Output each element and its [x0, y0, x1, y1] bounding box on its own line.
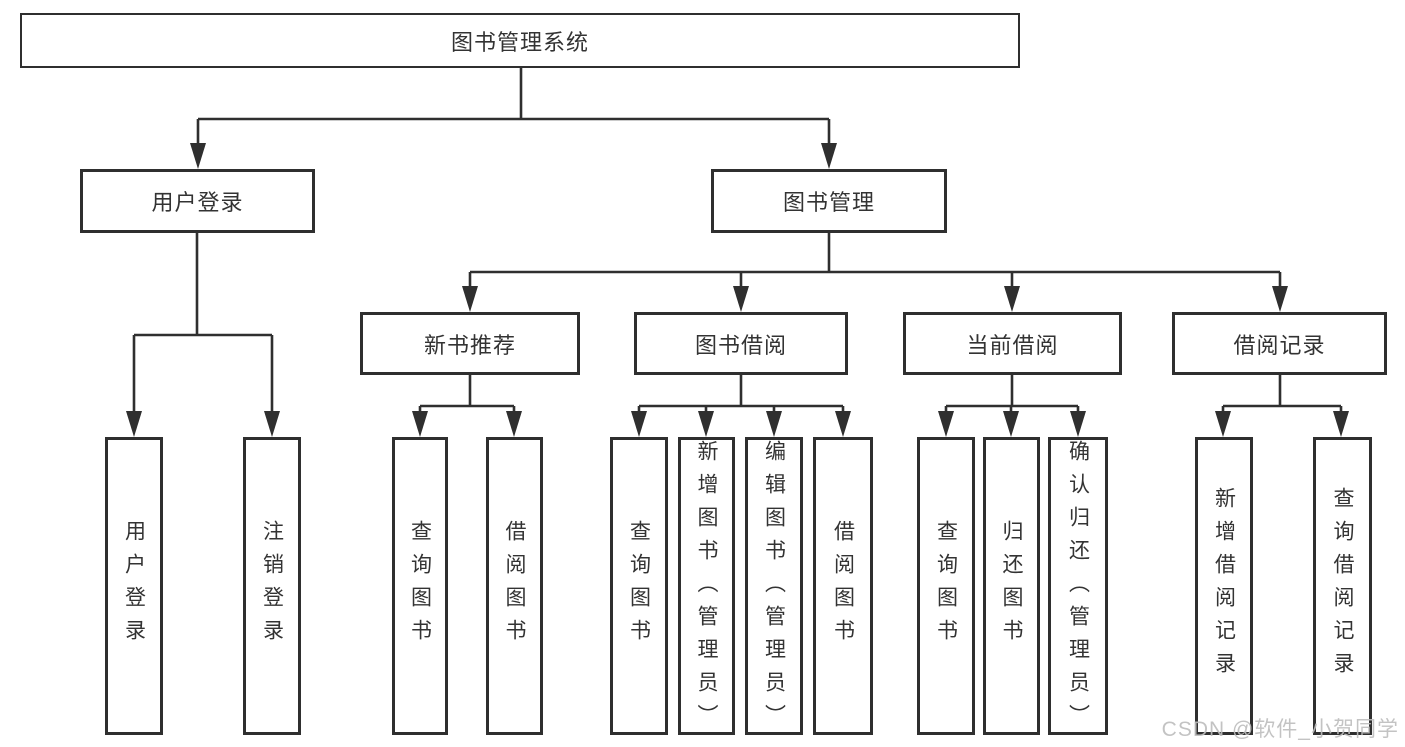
node-label: 确认归还（管理员）: [1066, 440, 1090, 737]
node-label: 借阅图书: [831, 520, 855, 652]
leaf-return-books: 归还图书: [983, 437, 1040, 735]
leaf-confirm-return-admin: 确认归还（管理员）: [1048, 437, 1108, 737]
node-label: 新增图书（管理员）: [695, 440, 718, 737]
node-label: 图书管理系统: [450, 29, 589, 55]
leaf-query-borrow-record: 查询借阅记录: [1313, 437, 1372, 735]
node-label: 新增借阅记录: [1212, 487, 1236, 685]
leaf-user-login: 用户登录: [105, 437, 163, 735]
node-current-borrowing: 当前借阅: [903, 312, 1122, 375]
node-label: 注销登录: [260, 520, 284, 652]
node-label: 归还图书: [1000, 520, 1023, 652]
leaf-query-books-current: 查询图书: [917, 437, 975, 735]
node-label: 编辑图书（管理员）: [762, 440, 786, 737]
node-label: 查询借阅记录: [1331, 487, 1354, 685]
leaf-logout: 注销登录: [243, 437, 301, 735]
node-label: 查询图书: [627, 520, 651, 652]
node-label: 借阅记录: [1233, 332, 1326, 358]
leaf-query-books-borrowing: 查询图书: [610, 437, 668, 735]
node-label: 图书借阅: [694, 332, 787, 358]
node-label: 当前借阅: [966, 332, 1059, 358]
node-label: 图书管理: [782, 190, 875, 215]
node-label: 查询图书: [408, 520, 432, 652]
node-library-management-system: 图书管理系统: [20, 13, 1020, 68]
node-user-login-branch: 用户登录: [80, 169, 315, 233]
node-book-management-branch: 图书管理: [711, 169, 947, 233]
node-label: 新书推荐: [423, 332, 516, 358]
leaf-add-borrow-record: 新增借阅记录: [1195, 437, 1253, 735]
leaf-borrow-books: 借阅图书: [813, 437, 873, 735]
leaf-add-books-admin: 新增图书（管理员）: [678, 437, 735, 737]
node-book-borrowing: 图书借阅: [634, 312, 848, 375]
leaf-borrow-books-recommend: 借阅图书: [486, 437, 543, 735]
node-borrowing-records: 借阅记录: [1172, 312, 1387, 375]
node-label: 用户登录: [151, 190, 244, 215]
leaf-query-books-recommend: 查询图书: [392, 437, 448, 735]
node-label: 查询图书: [934, 520, 958, 652]
node-label: 借阅图书: [503, 520, 526, 652]
node-label: 用户登录: [122, 520, 146, 652]
node-new-book-recommendation: 新书推荐: [360, 312, 580, 375]
leaf-edit-books-admin: 编辑图书（管理员）: [745, 437, 803, 737]
